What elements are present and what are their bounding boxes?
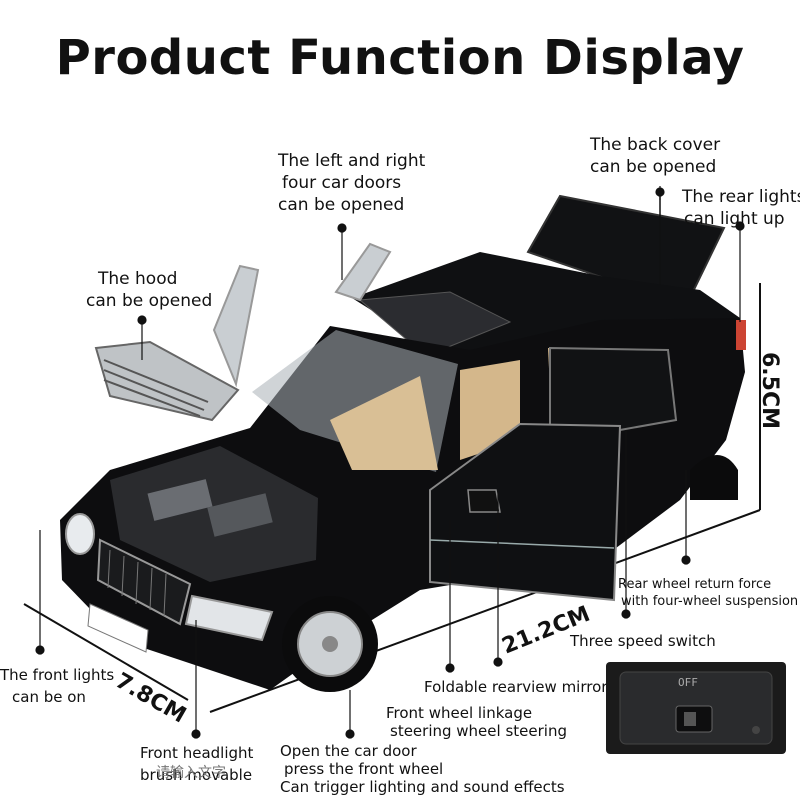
car-body [60,190,746,692]
label-steering: Front wheel linkage steering wheel steer… [386,704,567,740]
left-door-raised [212,264,260,388]
right-headlight [184,594,274,642]
front-door [429,422,622,602]
label-back-cover: The back cover can be opened [590,135,721,177]
switch-inset-photo [606,662,786,754]
left-headlight [65,513,95,555]
rear-wheel [690,455,738,500]
label-open-door: Open the car door press the front wheel … [280,742,565,796]
switch-icon [619,671,773,745]
height-dimension: 6.5CM [757,352,782,430]
rear-light [736,320,746,350]
label-hood: The hood can be opened [86,269,213,311]
label-speed-switch: Three speed switch [570,632,716,650]
license-plate [87,603,149,653]
sunroof [358,291,512,357]
hood-open [94,340,240,422]
grille [96,538,192,626]
right-door-raised [334,242,392,302]
label-suspension: Rear wheel return force with four-wheel … [618,577,799,609]
label-rear-lights: The rear lights can light up [682,187,800,229]
label-mirror: Foldable rearview mirror [424,678,608,696]
watermark-text: 请输入文字 [156,765,226,781]
label-headlight-brush: Front headlight brush movable [140,744,254,784]
rearview-mirror [467,489,501,513]
page-title: Product Function Display [55,30,745,86]
pointer-lines [35,186,745,739]
front-seat [330,376,438,470]
label-front-lights: The front lights can be on [0,666,115,706]
label-doors: The left and right four car doors can be… [278,151,426,215]
switch-off-label: OFF [678,676,698,689]
